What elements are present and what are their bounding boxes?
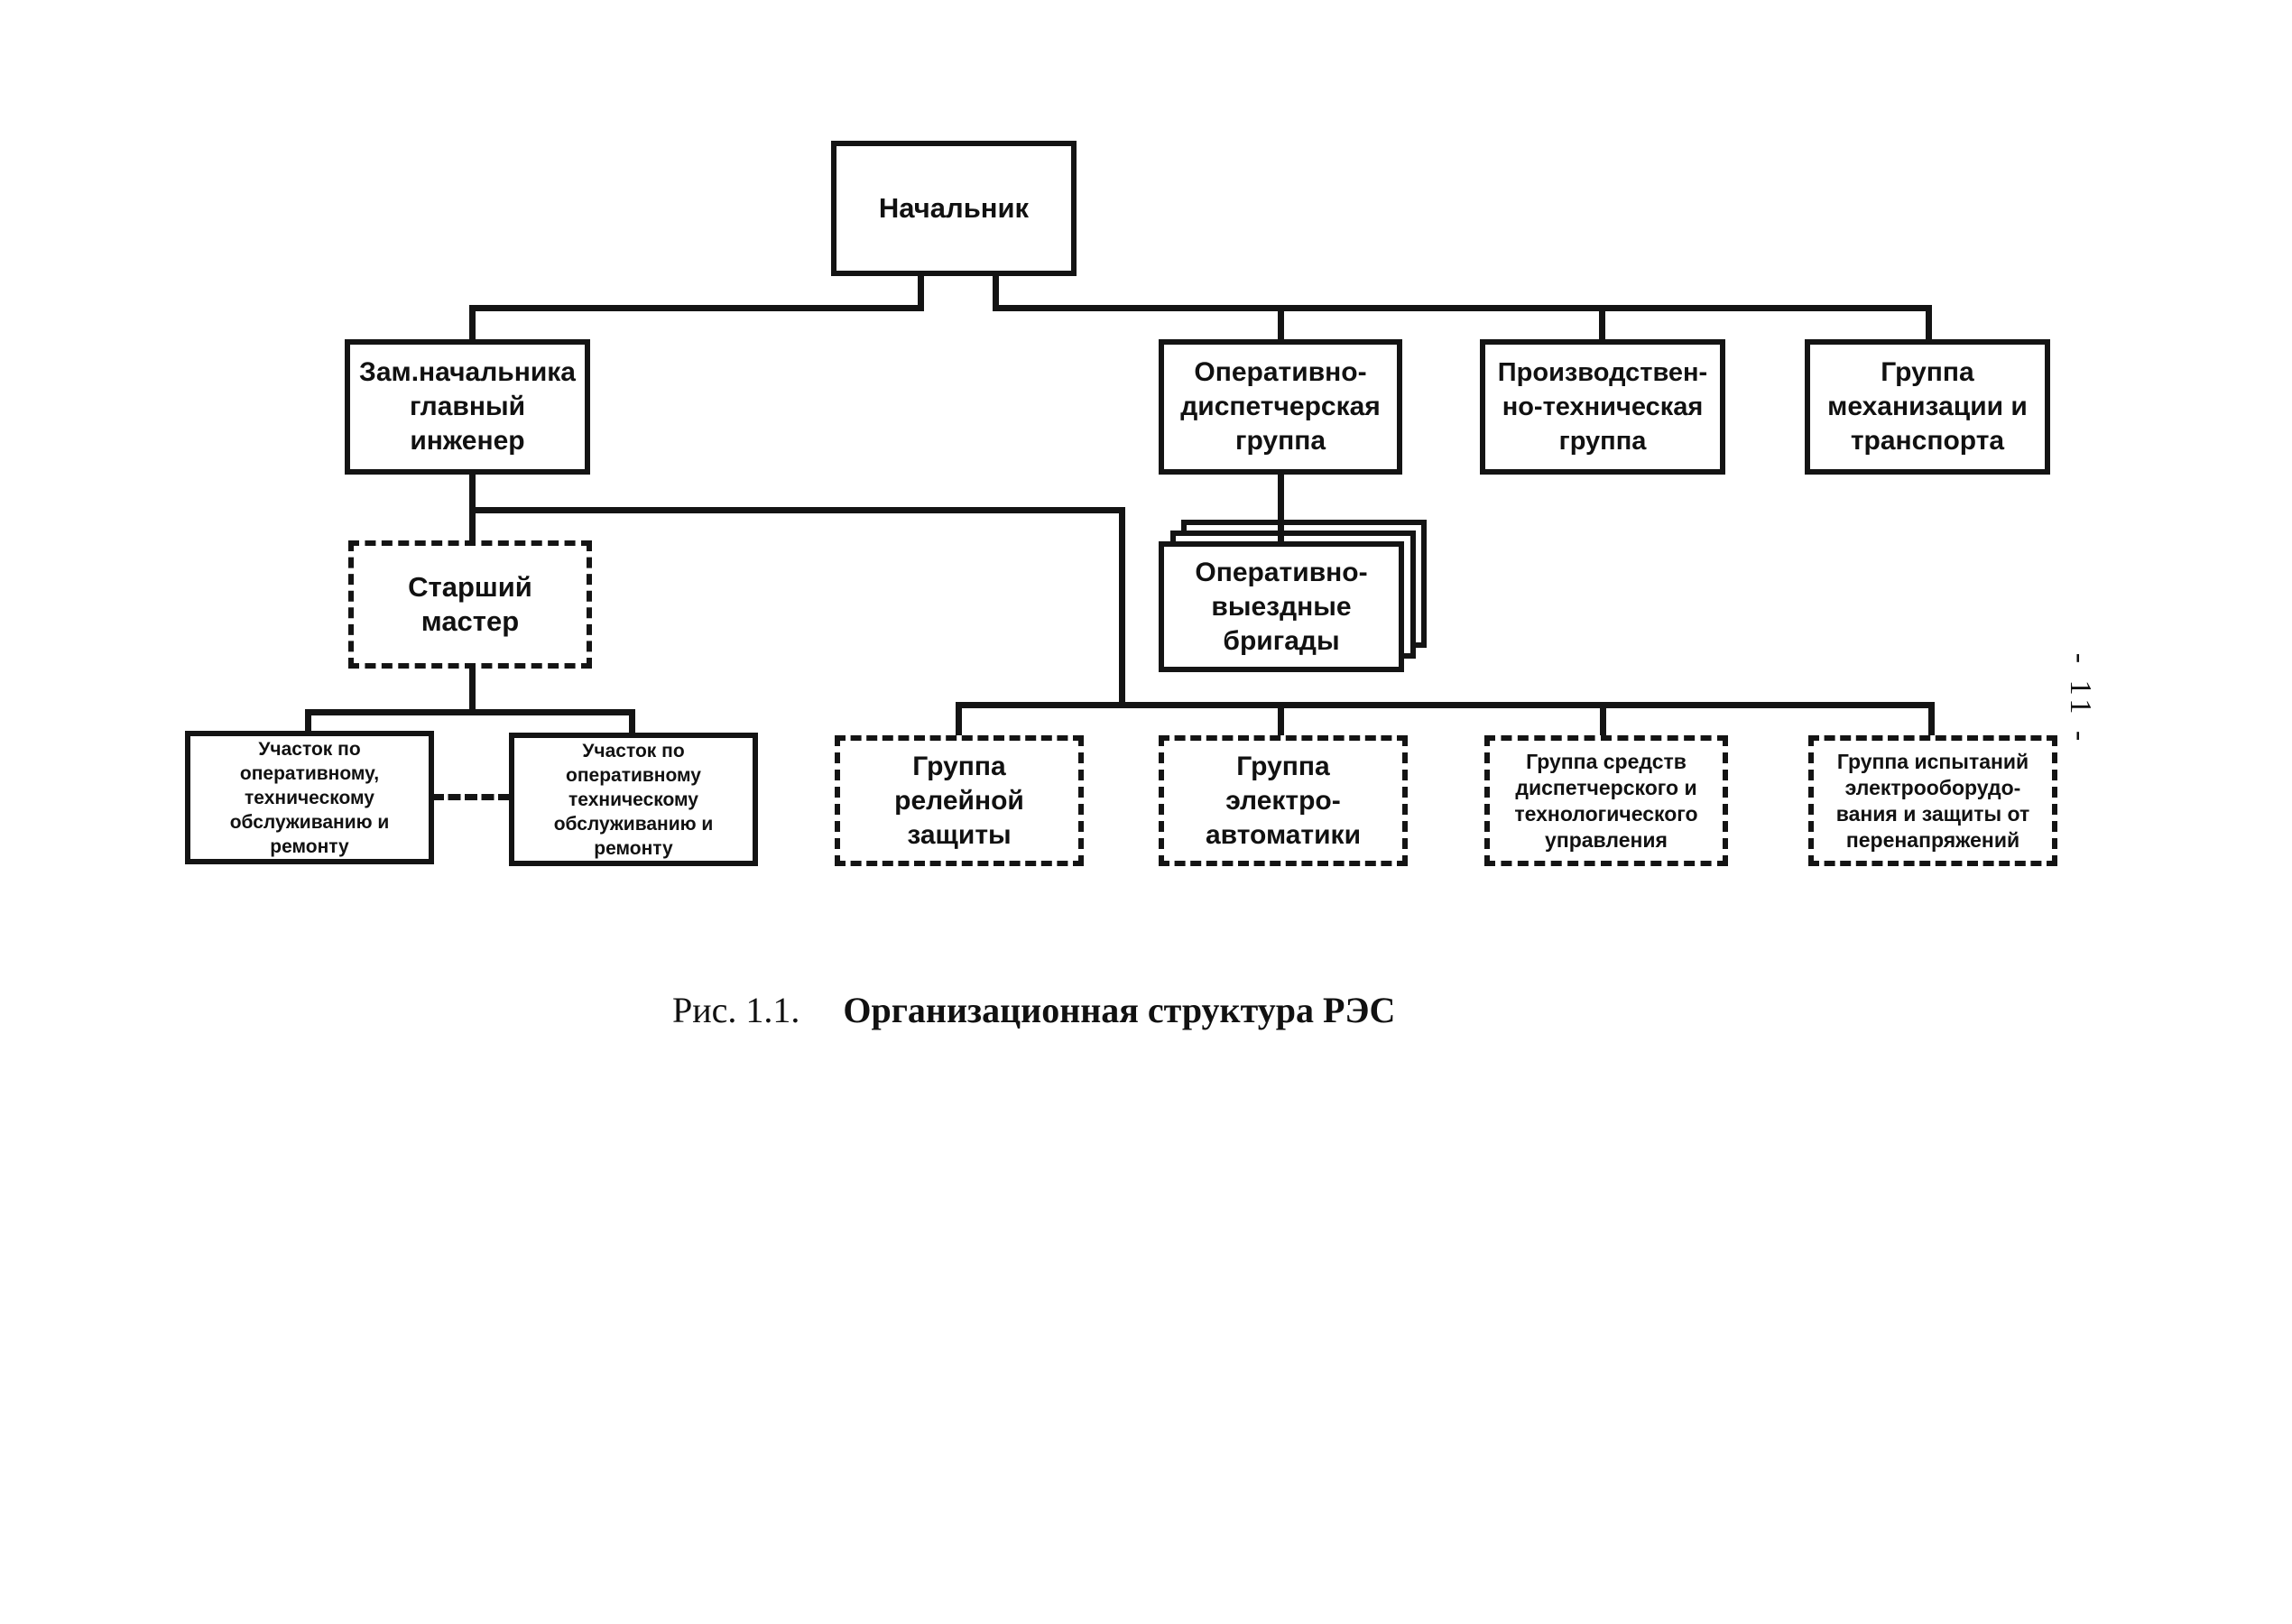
page-number-text: - 11 - — [2063, 652, 2097, 746]
figure-caption-title: Организационная структура РЭС — [843, 990, 1396, 1030]
edge-nachalnik-stub-right — [993, 275, 999, 311]
edge-nachalnik-stub-left — [918, 275, 924, 311]
edge-master-down — [469, 669, 476, 714]
edge-drop-gsd — [1600, 702, 1606, 738]
edge-drop-odg — [1278, 305, 1284, 343]
node-gruppa-sredstv-dispetcherskogo-upravleniya: Группа средств диспетчерского и технолог… — [1484, 735, 1728, 866]
node-operativno-vyezdnye-brigady: Оперативно- выездные бригады — [1159, 541, 1404, 672]
edge-mid-vertical — [1119, 507, 1125, 706]
node-operativno-dispetcherskaya-gruppa: Оперативно- диспетчерская группа — [1159, 339, 1402, 475]
node-gruppa-releynoy-zashchity: Группа релейной защиты — [835, 735, 1084, 866]
edge-drop-grz — [956, 702, 962, 738]
edge-bottom-bus — [956, 702, 1935, 708]
node-proizvodstvenno-tekhnicheskaya-gruppa: Производствен- но-техническая группа — [1480, 339, 1725, 475]
edge-top-bus-left — [469, 305, 924, 311]
edge-drop-gea — [1278, 702, 1284, 738]
edge-drop-gie — [1928, 702, 1935, 738]
page-number: - 11 - — [2012, 632, 2148, 767]
edge-drop-zam — [469, 305, 476, 343]
node-uchastok-2: Участок по оперативному техническому обс… — [509, 733, 758, 866]
edge-drop-ptg — [1599, 305, 1605, 343]
edge-zam-mid-horizontal — [469, 507, 1125, 513]
edge-drop-uchastok2 — [629, 709, 635, 736]
node-gruppa-mekhanizatsii-i-transporta: Группа механизации и транспорта — [1805, 339, 2050, 475]
node-gruppa-ispytaniy-elektrooborudovaniya: Группа испытаний электрооборудо- вания и… — [1808, 735, 2057, 866]
figure-caption-number: Рис. 1.1. — [672, 990, 800, 1030]
node-zam-nachalnika: Зам.начальника главный инженер — [345, 339, 590, 475]
edge-uchastok-sibling-dash — [431, 794, 511, 800]
edge-uchastok-bus — [305, 709, 635, 715]
edge-drop-uchastok1 — [305, 709, 311, 734]
edge-drop-gmt — [1926, 305, 1932, 343]
node-nachalnik: Начальник — [831, 141, 1077, 276]
node-starshiy-master: Старший мастер — [348, 540, 592, 669]
node-uchastok-1: Участок по оперативному, техническому об… — [185, 731, 434, 864]
figure-caption: Рис. 1.1. Организационная структура РЭС — [672, 989, 1395, 1031]
node-gruppa-elektroavtomatiki: Группа электро- автоматики — [1159, 735, 1408, 866]
edge-top-bus-right — [993, 305, 1932, 311]
edge-odg-down — [1278, 473, 1284, 547]
